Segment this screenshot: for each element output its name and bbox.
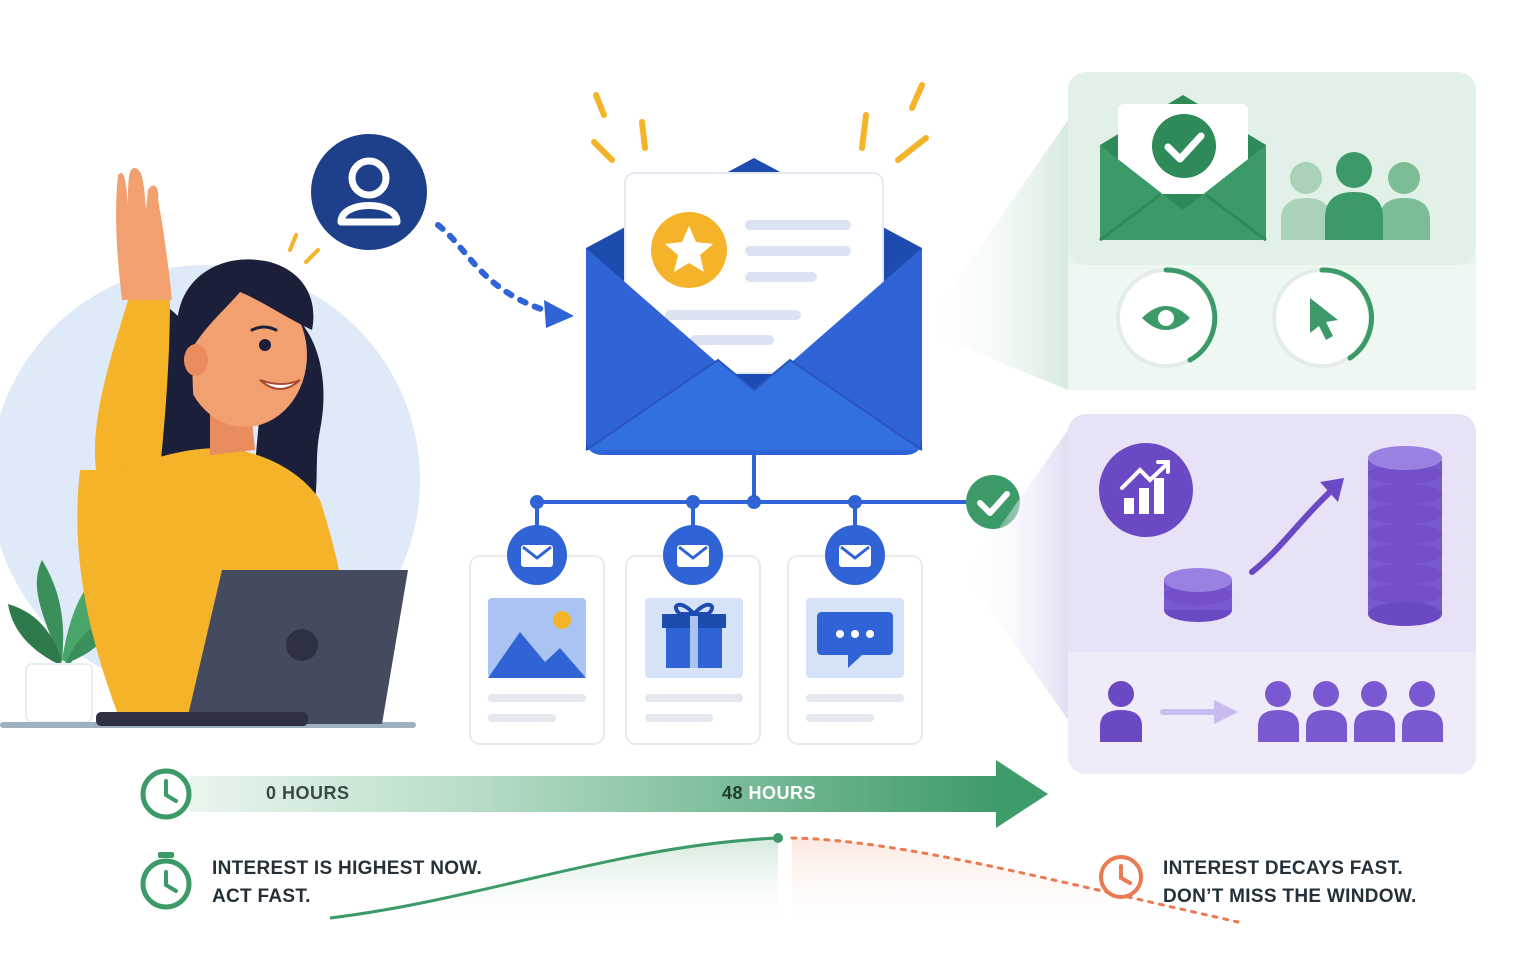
timeline-arrow xyxy=(190,760,1048,828)
coin-stack-icon xyxy=(1164,568,1232,622)
chat-bubble-icon xyxy=(817,612,893,668)
branch-connector xyxy=(530,455,966,528)
cursor-icon xyxy=(1272,267,1374,368)
clock-icon xyxy=(140,768,192,820)
tall-coin-stack-icon xyxy=(1368,446,1442,626)
timeline-end-label: 48 HOURS xyxy=(722,783,816,804)
decay-clock-icon xyxy=(1099,855,1143,899)
eye xyxy=(259,339,271,351)
timeline-start-number: 0 xyxy=(266,783,277,803)
timeline-end-number: 48 xyxy=(722,783,744,803)
timeline-end-unit: HOURS xyxy=(748,783,817,803)
decay-message: INTEREST DECAYS FAST. DON’T MISS THE WIN… xyxy=(1163,855,1417,911)
check-icon xyxy=(966,475,1020,529)
people-icon xyxy=(1281,152,1430,240)
purple-beam xyxy=(966,430,1068,720)
raised-arm xyxy=(94,300,170,470)
stopwatch-icon xyxy=(140,852,192,910)
decay-line1: INTEREST DECAYS FAST. xyxy=(1163,858,1403,879)
opened-email-icon xyxy=(1099,95,1267,242)
content-card-image xyxy=(469,525,605,745)
interest-decay-area xyxy=(792,838,1238,930)
act-fast-message: INTEREST IS HIGHEST NOW. ACT FAST. xyxy=(212,855,482,911)
engagement-panel xyxy=(1068,72,1476,390)
interest-decay-line xyxy=(790,836,1240,924)
image-icon xyxy=(488,632,586,678)
peak-point xyxy=(773,833,783,843)
audience-growth-icon xyxy=(1100,681,1443,742)
eye-icon xyxy=(1116,267,1218,368)
content-card-chat xyxy=(787,525,923,745)
growth-arrow xyxy=(1249,489,1333,575)
decay-line2: DON’T MISS THE WINDOW. xyxy=(1163,886,1417,907)
act-fast-line2: ACT FAST. xyxy=(212,886,311,907)
timeline-start-label: 0 HOURS xyxy=(266,783,350,804)
growth-chart-icon xyxy=(1099,443,1193,537)
interest-rise-area xyxy=(330,838,778,930)
content-card-gift xyxy=(625,525,761,745)
laptop-icon xyxy=(96,570,408,726)
revenue-panel xyxy=(1068,414,1476,774)
interest-rise-line xyxy=(329,836,779,920)
timeline-start-unit: HOURS xyxy=(282,783,350,803)
act-fast-line1: INTEREST IS HIGHEST NOW. xyxy=(212,858,483,879)
person-scene xyxy=(0,168,420,728)
raised-hand xyxy=(116,168,172,300)
green-beam xyxy=(922,120,1068,390)
dashed-arrow xyxy=(435,222,553,315)
arrowhead xyxy=(544,300,574,328)
user-avatar-icon xyxy=(311,134,427,250)
gift-icon xyxy=(662,602,726,668)
email-envelope-icon xyxy=(585,82,929,455)
